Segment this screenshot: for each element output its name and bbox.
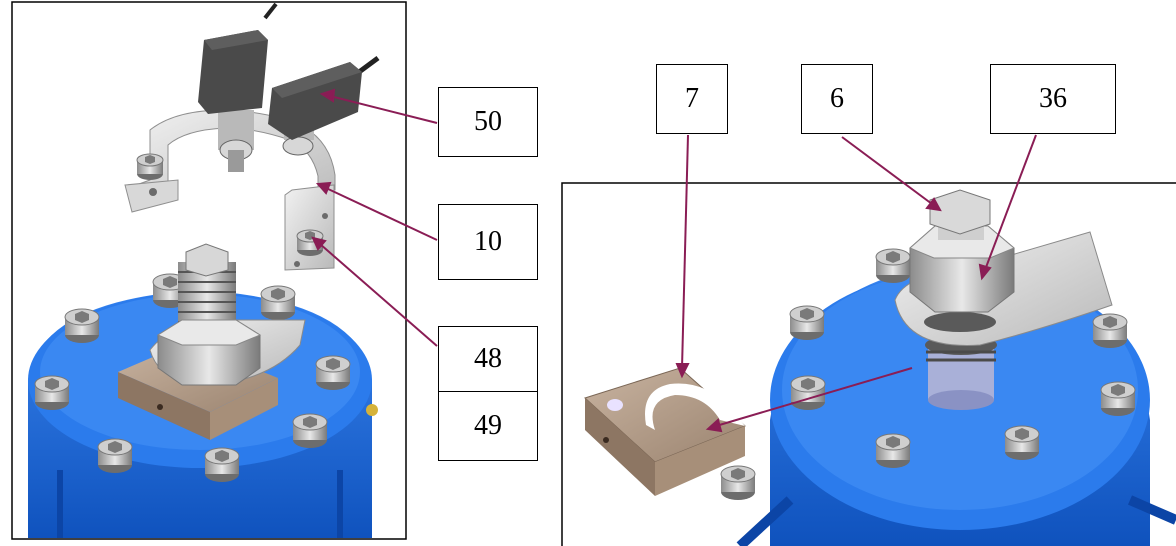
left-view <box>11 1 407 540</box>
callout-7: 7 <box>656 64 728 134</box>
leader-lines <box>311 88 1037 433</box>
stud-and-nut <box>156 243 262 386</box>
left-frame <box>11 1 407 540</box>
right-view <box>561 182 1176 546</box>
right-frame <box>561 182 1176 546</box>
callout-6: 6 <box>801 64 873 134</box>
proximity-sensors <box>198 30 362 172</box>
u-spacer <box>584 367 746 496</box>
nut-and-bolt <box>909 189 1015 313</box>
callout-36: 36 <box>990 64 1116 134</box>
callout-50: 50 <box>438 87 538 157</box>
sensor-bracket <box>124 109 336 271</box>
bushing <box>925 335 997 410</box>
callout-48: 48 <box>438 326 538 392</box>
callout-49: 49 <box>438 391 538 461</box>
callout-10: 10 <box>438 204 538 280</box>
